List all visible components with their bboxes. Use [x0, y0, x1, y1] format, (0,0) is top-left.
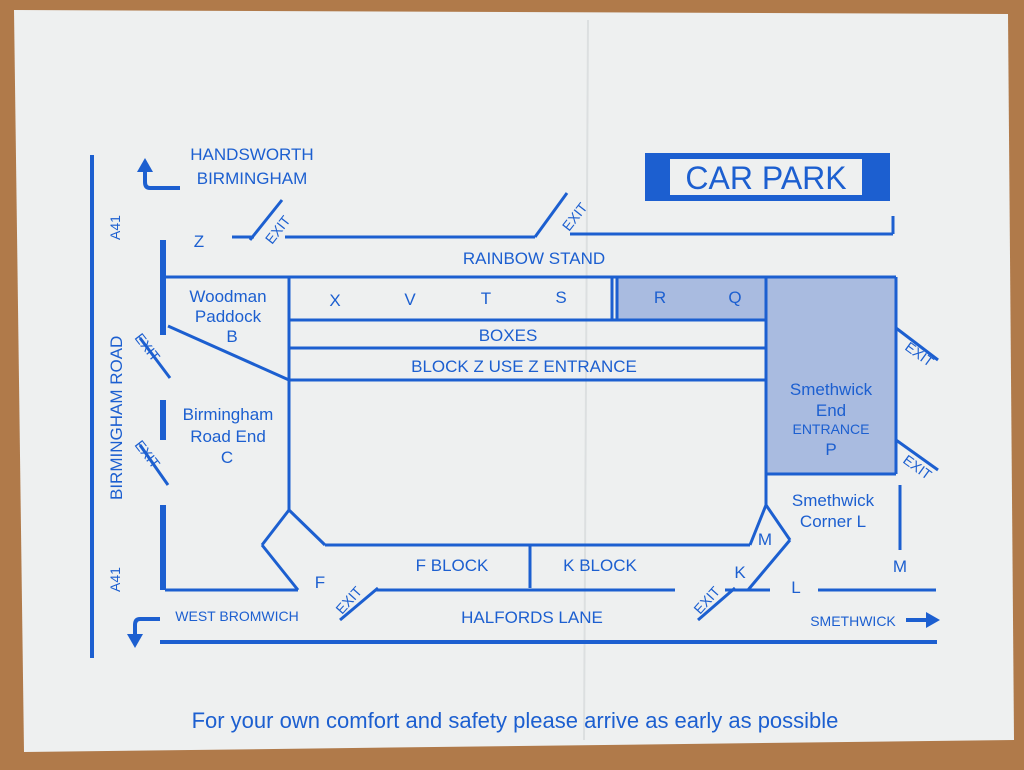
brr-label-line1: Birmingham — [183, 405, 274, 424]
west-bromwich-arrow-icon — [127, 617, 160, 648]
smethwick-end-label-line2: End — [816, 401, 846, 420]
car-park-box-inner — [670, 159, 862, 195]
letter-l: L — [791, 578, 800, 597]
woodman-label-line2: Paddock — [195, 307, 262, 326]
smethwick-corner-label-line2: Corner L — [800, 512, 866, 531]
car-park-label: CAR PARK — [685, 160, 846, 196]
west-bromwich-label: WEST BROMWICH — [175, 608, 298, 624]
woodman-label-line1: Woodman — [189, 287, 266, 306]
smethwick-corner-label-line1: Smethwick — [792, 491, 875, 510]
smethwick-label: SMETHWICK — [810, 613, 896, 629]
letter-m-right: M — [893, 557, 907, 576]
rq-block-shade — [617, 277, 765, 319]
ground-outline — [165, 275, 936, 592]
letter-z: Z — [194, 232, 204, 251]
brr-label-line3: C — [221, 448, 233, 467]
rainbow-stand-label: RAINBOW STAND — [463, 249, 605, 268]
brr-label-line2: Road End — [190, 427, 266, 446]
letter-x: X — [329, 291, 340, 310]
birmingham-road-label: BIRMINGHAM ROAD — [107, 336, 126, 500]
birmingham-label: BIRMINGHAM — [197, 169, 308, 188]
smethwick-end-label-line3: ENTRANCE — [792, 421, 869, 437]
a41-bottom-label: A41 — [107, 567, 123, 592]
woodman-label-line3: B — [226, 327, 237, 346]
letter-v: V — [404, 290, 416, 309]
handsworth-label: HANDSWORTH — [190, 145, 313, 164]
halfords-lane-label: HALFORDS LANE — [461, 608, 603, 627]
footer-note: For your own comfort and safety please a… — [192, 708, 839, 733]
exit-ticks — [138, 192, 939, 622]
letter-s: S — [555, 288, 566, 307]
road-lines — [90, 155, 937, 658]
handsworth-arrow-icon — [137, 158, 180, 190]
letter-r: R — [654, 288, 666, 307]
block-z-label: BLOCK Z USE Z ENTRANCE — [411, 357, 637, 376]
smethwick-end-label-line1: Smethwick — [790, 380, 873, 399]
letter-q: Q — [728, 288, 741, 307]
letter-f: F — [315, 573, 325, 592]
letter-m-corner: M — [758, 530, 772, 549]
letter-t: T — [481, 289, 491, 308]
smethwick-end-shade — [766, 276, 896, 474]
smethwick-arrow-icon — [906, 612, 940, 628]
a41-top-label: A41 — [107, 215, 123, 240]
smethwick-end-label-line4: P — [825, 440, 836, 459]
letter-k: K — [734, 563, 746, 582]
f-block-label: F BLOCK — [416, 556, 489, 575]
k-block-label: K BLOCK — [563, 556, 637, 575]
boxes-label: BOXES — [479, 326, 538, 345]
